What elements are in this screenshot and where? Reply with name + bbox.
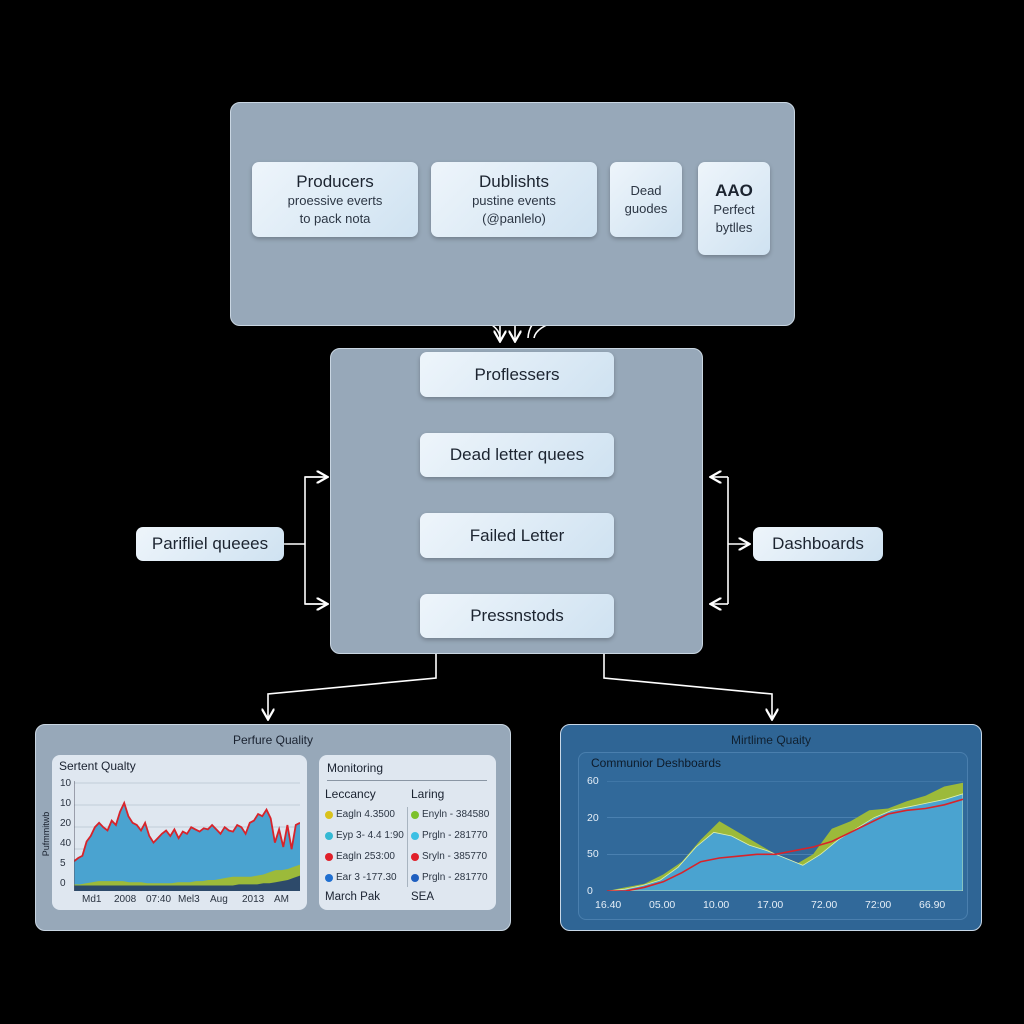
legend-text: Enyln - 384580: [422, 809, 490, 820]
legend-text: Prgln - 281770: [422, 872, 488, 883]
axis-tick-label: 2008: [114, 894, 137, 905]
axis-tick-label: 66.90: [919, 899, 946, 911]
step-label: Proflessers: [474, 364, 560, 384]
parallel-queues-label: Parifliel queees: [151, 534, 269, 553]
legend-item: Enyln - 384580: [411, 809, 489, 820]
quality-area-chart: [74, 781, 300, 891]
axis-tick-label: 72:00: [865, 899, 892, 911]
chart-title: Sertent Qualty: [59, 759, 136, 773]
dashboards-label: Dashboards: [772, 534, 864, 553]
axis-tick-label: AM: [274, 894, 289, 905]
quality-panel-title: Perfure Quality: [232, 733, 314, 747]
publishers-desc-2: (@panlelo): [482, 210, 546, 226]
axis-tick-label: 0: [60, 878, 66, 889]
axis-tick-label: 40: [60, 838, 72, 849]
dead-guides-box[interactable]: Dead guodes: [610, 162, 682, 237]
axis-tick-label: 50: [587, 848, 599, 861]
y-axis-label: Pufmmitwb: [41, 811, 51, 857]
legend-item: Eyp 3- 4.4 1:90: [325, 830, 404, 841]
laring-header: Laring: [411, 787, 445, 801]
axis-tick-label: 60: [587, 775, 599, 787]
dashboards-box[interactable]: Dashboards: [753, 527, 883, 561]
legend-dot-icon: [325, 852, 333, 861]
axis-tick-label: 17.00: [757, 899, 784, 911]
legend-dot-icon: [325, 810, 333, 819]
legend-text: Eyp 3- 4.4 1:90: [336, 830, 404, 841]
axis-tick-label: Mel3: [178, 894, 200, 905]
legend-item: Sryln - 385770: [411, 851, 487, 862]
axis-tick-label: 20: [60, 818, 72, 829]
axis-tick-label: 10: [60, 798, 72, 809]
step-dead-letter-queues[interactable]: Dead letter quees: [420, 433, 614, 477]
axis-tick-label: 20: [587, 811, 599, 824]
legend-text: Prgln - 281770: [422, 830, 488, 841]
latency-header: Leccancy: [325, 787, 376, 801]
legend-text: Ear 3 -177.30: [336, 872, 397, 883]
realtime-panel-title: Mirtlime Quaity: [730, 733, 811, 747]
axis-tick-label: 5: [60, 858, 66, 869]
legend-dot-icon: [325, 873, 333, 882]
divider: [327, 780, 487, 781]
producers-title: Producers: [296, 171, 374, 191]
publishers-desc-1: pustine events: [472, 192, 556, 208]
axis-tick-label: 05.00: [649, 899, 676, 911]
step-label: Failed Letter: [469, 525, 565, 545]
aao-title: AAO: [715, 180, 753, 200]
legend-item: Prgln - 281770: [411, 872, 488, 883]
legend-dot-icon: [411, 852, 419, 861]
legend-dot-icon: [325, 831, 333, 840]
producers-box[interactable]: Producers proessive everts to pack nota: [252, 162, 418, 237]
legend-item: Ear 3 -177.30: [325, 872, 397, 883]
monitoring-title: Monitoring: [327, 761, 384, 775]
axis-tick-label: 07:40: [146, 894, 172, 905]
area-blue: [607, 793, 963, 891]
axis-tick-label: 72.00: [811, 899, 838, 911]
step-label: Pressnstods: [470, 606, 564, 625]
legend-text: Eagln 4.3500: [336, 809, 395, 820]
dead-guides-title: Dead: [630, 182, 662, 198]
legend-dot-icon: [411, 810, 419, 819]
area-blue: [74, 803, 300, 891]
parallel-queues-box[interactable]: Parifliel queees: [136, 527, 284, 561]
dashboards-area-chart: [607, 781, 963, 891]
footer-left: March Pak: [325, 891, 380, 903]
legend-text: Sryln - 385770: [422, 851, 488, 862]
aao-box[interactable]: AAO Perfect bytlles: [698, 162, 770, 255]
legend-dot-icon: [411, 831, 419, 840]
aao-desc-2: bytlles: [715, 219, 753, 235]
publishers-title: Dublishts: [479, 171, 549, 191]
step-pressnstods[interactable]: Pressnstods: [420, 594, 614, 638]
axis-tick-label: 16.40: [595, 899, 622, 911]
axis-tick-label: 10: [60, 778, 72, 789]
axis-tick-label: 10.00: [703, 899, 730, 911]
series-line-red: [74, 800, 300, 863]
area-green: [74, 864, 300, 891]
publishers-box[interactable]: Dublishts pustine events (@panlelo): [431, 162, 597, 237]
step-processors[interactable]: Proflessers: [420, 352, 614, 397]
axis-tick-label: 0: [587, 885, 593, 898]
footer-right: SEA: [411, 891, 435, 903]
producers-desc-2: to pack nota: [299, 210, 371, 226]
series-line-red: [607, 798, 963, 891]
axis-tick-label: 2013: [242, 894, 265, 905]
chart-title: Communior Deshboards: [591, 756, 722, 770]
dead-guides-desc: guodes: [624, 200, 668, 216]
legend-dot-icon: [411, 873, 419, 882]
step-failed-letter[interactable]: Failed Letter: [420, 513, 614, 558]
legend-item: Eagln 4.3500: [325, 809, 395, 820]
producers-desc-1: proessive everts: [287, 192, 383, 208]
step-label: Dead letter quees: [449, 445, 585, 464]
legend-item: Eagln 253:00: [325, 851, 395, 862]
legend-text: Eagln 253:00: [336, 851, 395, 862]
aao-desc-1: Perfect: [713, 201, 755, 217]
legend-item: Prgln - 281770: [411, 830, 488, 841]
axis-tick-label: Md1: [82, 894, 102, 905]
divider: [407, 807, 408, 887]
axis-tick-label: Aug: [210, 894, 228, 905]
area-dark: [74, 875, 300, 891]
